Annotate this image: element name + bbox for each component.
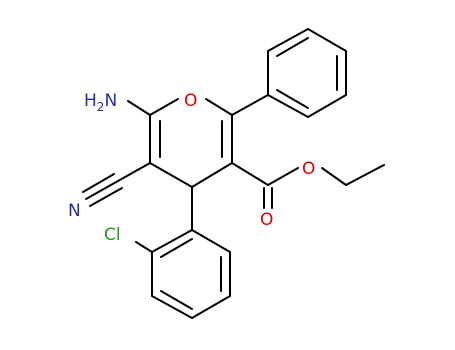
ester-oxygen-label: O bbox=[302, 159, 315, 179]
chlorophenyl-ring bbox=[135, 186, 231, 319]
nitrile-group bbox=[82, 162, 151, 207]
carbonyl-oxygen-label: O bbox=[260, 210, 273, 230]
chlorine-label: Cl bbox=[104, 225, 121, 245]
phenyl-ring bbox=[231, 28, 347, 118]
ester-group bbox=[231, 162, 385, 209]
amino-label: H2N bbox=[84, 91, 117, 114]
amino-bond bbox=[127, 100, 151, 116]
ring-oxygen-label: O bbox=[184, 91, 197, 111]
nitrile-nitrogen-label: N bbox=[68, 201, 81, 221]
pyran-ring bbox=[149, 98, 233, 188]
